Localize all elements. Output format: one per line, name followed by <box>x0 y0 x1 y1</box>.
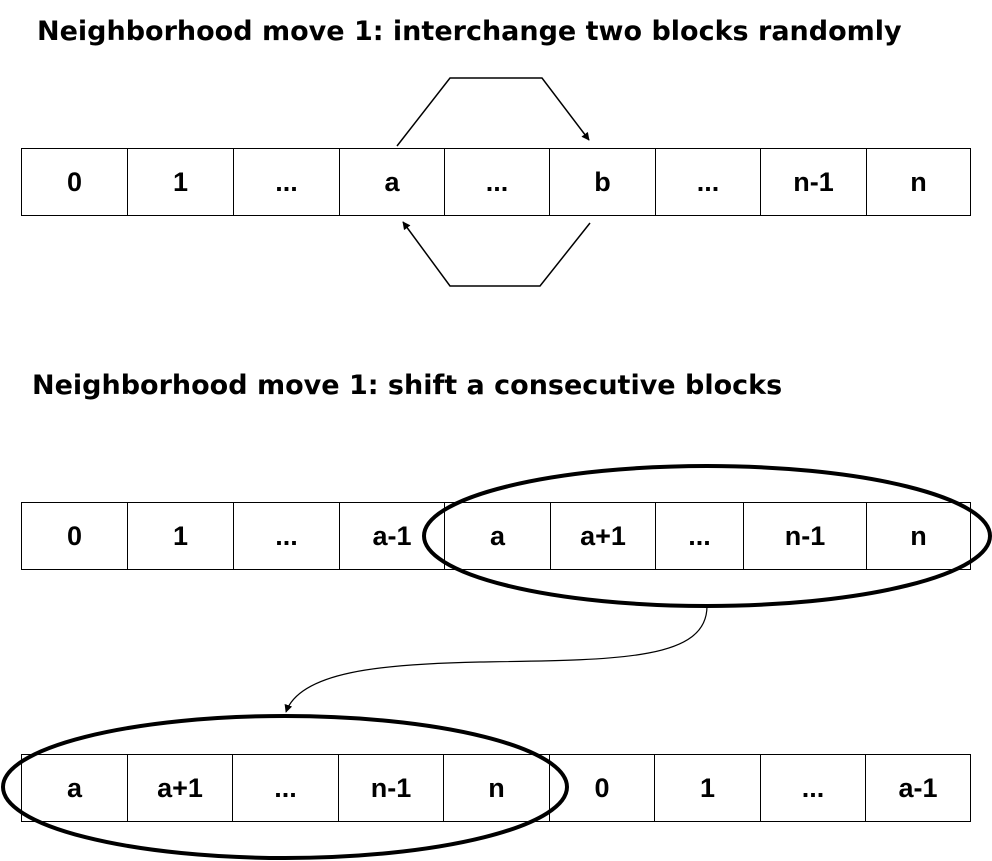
block-row-shift-after: a a+1 ... n-1 n 0 1 ... a-1 <box>21 754 971 822</box>
block-cell: 0 <box>21 148 127 216</box>
swap-arrow-a-to-b <box>396 77 590 147</box>
block-cell: a+1 <box>550 502 655 570</box>
block-cell: 1 <box>127 502 233 570</box>
swap-arrow-b-to-a <box>402 221 591 287</box>
block-cell: 0 <box>549 754 654 822</box>
block-cell: n-1 <box>338 754 443 822</box>
block-cell: n <box>866 148 971 216</box>
heading-interchange: Neighborhood move 1: interchange two blo… <box>37 16 902 47</box>
block-cell: n <box>866 502 971 570</box>
block-cell: ... <box>232 754 338 822</box>
block-cell: a+1 <box>127 754 232 822</box>
block-cell: n-1 <box>743 502 866 570</box>
block-cell: ... <box>655 502 743 570</box>
block-cell: ... <box>655 148 760 216</box>
heading-shift: Neighborhood move 1: shift a consecutive… <box>32 370 783 401</box>
block-cell: n <box>443 754 549 822</box>
block-cell: a-1 <box>339 502 444 570</box>
block-cell: a <box>21 754 127 822</box>
block-row-shift-before: 0 1 ... a-1 a a+1 ... n-1 n <box>21 502 971 570</box>
block-cell: ... <box>760 754 865 822</box>
block-cell: ... <box>233 502 339 570</box>
block-cell: a-1 <box>865 754 971 822</box>
block-cell: 0 <box>21 502 127 570</box>
block-cell: ... <box>444 148 549 216</box>
block-cell: 1 <box>654 754 760 822</box>
block-cell-a: a <box>339 148 444 216</box>
block-cell: a <box>444 502 550 570</box>
shift-arrow <box>284 605 708 713</box>
block-cell: ... <box>233 148 339 216</box>
block-cell: n-1 <box>760 148 866 216</box>
block-cell: 1 <box>127 148 233 216</box>
block-cell-b: b <box>549 148 655 216</box>
block-row-interchange: 0 1 ... a ... b ... n-1 n <box>21 148 971 216</box>
